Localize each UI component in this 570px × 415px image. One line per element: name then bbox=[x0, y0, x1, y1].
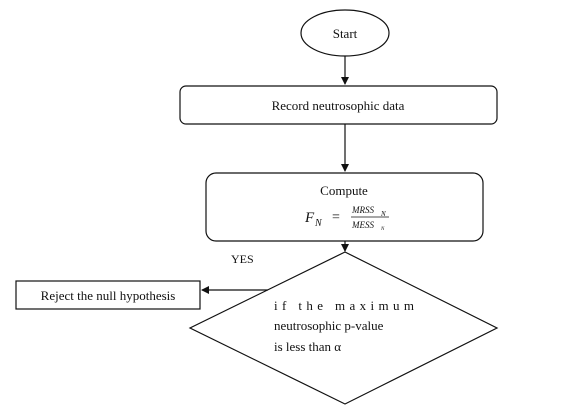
formula-lhs: F bbox=[304, 210, 315, 226]
start-label: Start bbox=[333, 26, 358, 41]
decision-line-2: neutrosophic p-value bbox=[274, 318, 384, 333]
decision-line-3: is less than α bbox=[274, 339, 341, 354]
decision-line-1: if the maximum bbox=[274, 298, 414, 313]
formula-lhs-sub: N bbox=[314, 218, 323, 229]
edge-yes-label: YES bbox=[231, 252, 254, 266]
formula-numerator: MRSS bbox=[351, 205, 374, 215]
compute-formula: F N = MRSS N MESS N bbox=[304, 205, 389, 232]
compute-label: Compute bbox=[320, 183, 368, 198]
reject-label: Reject the null hypothesis bbox=[41, 288, 176, 303]
formula-denominator-sub: N bbox=[380, 227, 385, 232]
formula-denominator: MESS bbox=[351, 220, 374, 230]
reject-node bbox=[15, 280, 201, 310]
decision-node bbox=[188, 251, 499, 405]
record-node bbox=[179, 85, 498, 125]
formula-equals: = bbox=[332, 210, 340, 225]
record-label: Record neutrosophic data bbox=[272, 98, 405, 113]
formula-numerator-sub: N bbox=[380, 210, 386, 218]
